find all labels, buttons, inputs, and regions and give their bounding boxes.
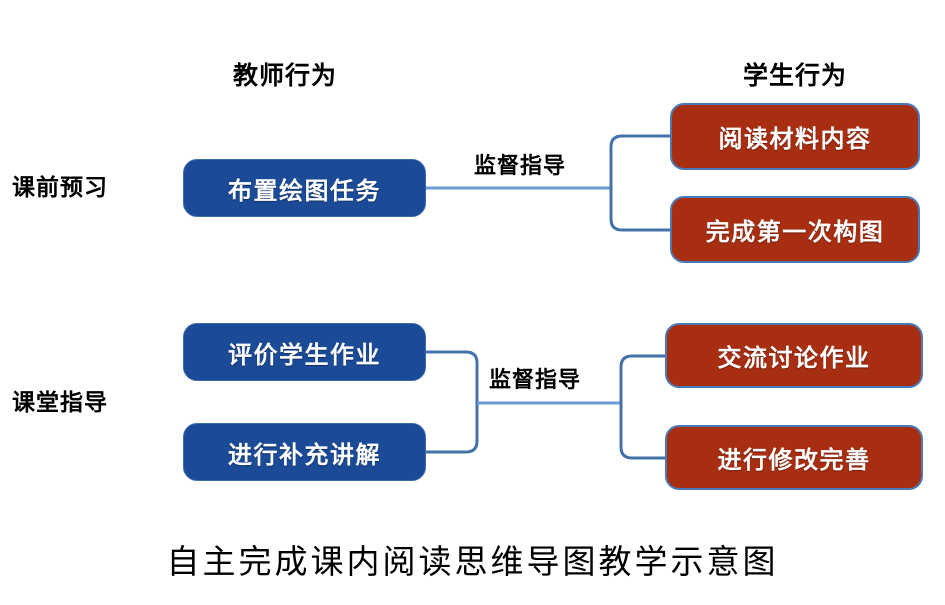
connector-bracket-row1-right bbox=[609, 134, 672, 232]
row-label-pre-class-preview: 课前预习 bbox=[12, 174, 108, 200]
node-discuss-homework[interactable]: 交流讨论作业 bbox=[665, 323, 923, 388]
node-assign-drawing-task[interactable]: 布置绘图任务 bbox=[183, 159, 426, 217]
node-supplementary-explanation[interactable]: 进行补充讲解 bbox=[183, 423, 426, 481]
node-evaluate-student-homework[interactable]: 评价学生作业 bbox=[183, 323, 426, 381]
column-header-student: 学生行为 bbox=[742, 62, 847, 90]
node-read-material-content[interactable]: 阅读材料内容 bbox=[670, 103, 920, 170]
node-complete-first-draft[interactable]: 完成第一次构图 bbox=[670, 196, 920, 263]
row-label-in-class-guidance: 课堂指导 bbox=[12, 389, 108, 415]
connector-label-supervise-guide-row1: 监督指导 bbox=[473, 153, 566, 178]
diagram-caption: 自主完成课内阅读思维导图教学示意图 bbox=[166, 545, 779, 581]
connector-bracket-row2-right bbox=[619, 354, 667, 460]
column-header-teacher: 教师行为 bbox=[232, 62, 337, 90]
node-revise-and-improve[interactable]: 进行修改完善 bbox=[665, 425, 923, 490]
connector-label-supervise-guide-row2: 监督指导 bbox=[488, 367, 581, 392]
